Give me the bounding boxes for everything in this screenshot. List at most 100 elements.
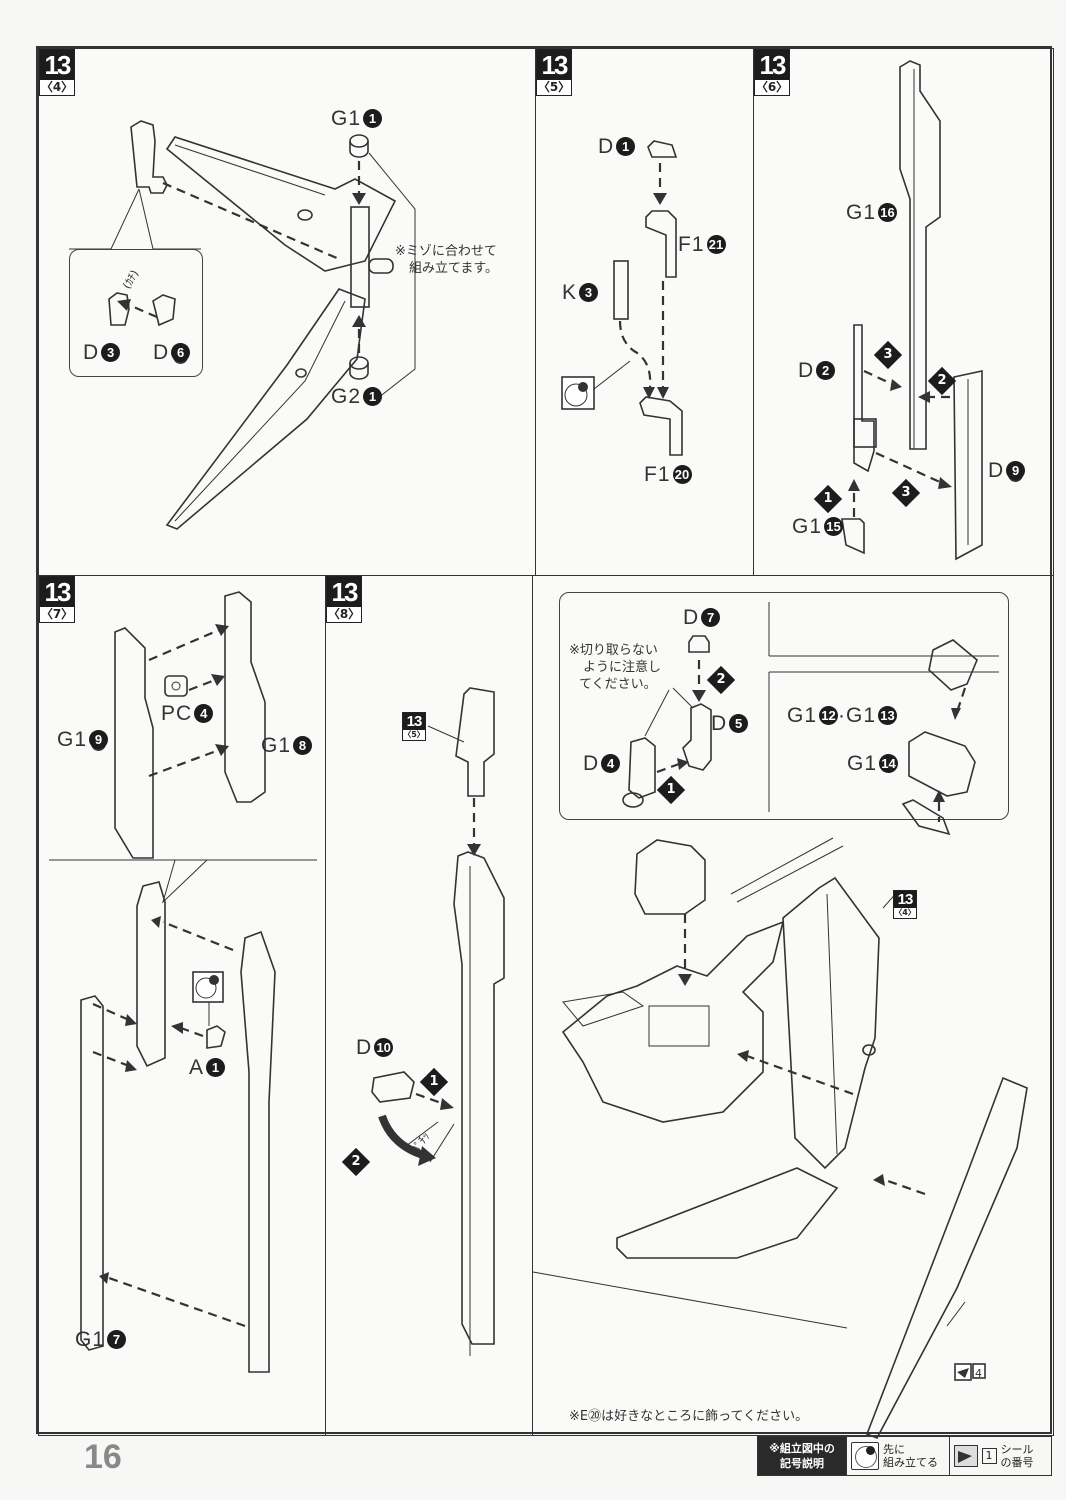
order-marker: 1: [419, 1067, 449, 1097]
part-number: 3: [579, 283, 599, 302]
preassemble-icon: [851, 1442, 879, 1470]
part-number: 14: [879, 754, 899, 773]
part-g1-9: [114, 627, 154, 859]
part-number: 1: [616, 137, 636, 156]
step-badge: 13 〈4〉: [39, 49, 75, 96]
part-number: 12: [819, 706, 839, 725]
part-code: D: [83, 341, 100, 364]
sticker-number: 4: [975, 1367, 982, 1380]
part-code: D: [683, 606, 700, 629]
part-number: 4: [194, 704, 214, 723]
part-code: D: [356, 1036, 373, 1059]
legend-sticker-text: シール の番号: [1001, 1443, 1034, 1469]
part-d5: [682, 703, 712, 771]
part-number: 8: [293, 736, 313, 755]
sticker-icon: [953, 1445, 978, 1467]
legend-line: 組み立てる: [883, 1456, 938, 1469]
part-d4: [628, 737, 656, 799]
detail-inset: [69, 249, 203, 377]
rail-subassembly: [865, 1076, 1028, 1440]
legend-title: ※組立図中の 記号説明: [758, 1437, 846, 1475]
note-line: ように注意し: [583, 660, 662, 675]
part-a1: [206, 1025, 226, 1049]
ref-substep-number: 〈4〉: [894, 908, 916, 917]
part-d10: [371, 1071, 415, 1103]
wing-assembly-drawing: [69, 120, 416, 530]
part-code: D: [711, 712, 728, 735]
part-code: G1: [261, 734, 292, 757]
part-number: 2: [816, 361, 836, 380]
note-line: てください。: [579, 677, 657, 692]
substep-number: 〈5〉: [537, 80, 571, 94]
substep-number: 〈6〉: [755, 80, 789, 94]
order-marker: 2: [341, 1147, 371, 1177]
joint-part: [130, 120, 168, 194]
part-number: 7: [107, 1330, 127, 1349]
rail-body: [453, 851, 505, 1345]
lower-wing: [616, 1167, 839, 1259]
order-number: 2: [716, 672, 726, 687]
part-number: 5: [729, 714, 749, 733]
step-number: 13: [327, 577, 361, 607]
part-number: 1: [363, 109, 383, 128]
order-number: 3: [883, 347, 893, 362]
part-code: D: [583, 752, 600, 775]
part-number: 21: [706, 235, 726, 254]
part-code: G1: [792, 515, 823, 538]
part-g1-16: [899, 60, 941, 450]
order-marker: 1: [813, 484, 843, 514]
legend-preassemble: 先に 組み立てる: [846, 1437, 949, 1475]
part-g1-7: [80, 995, 104, 1351]
do-not-cut-note: ※切り取らない ように注意し てください。: [569, 642, 661, 693]
legend-line: シール: [1000, 1443, 1034, 1456]
symbol-legend: ※組立図中の 記号説明 先に 組み立てる 1 シール の番号: [757, 1436, 1052, 1476]
part-number: 9: [89, 730, 109, 749]
legend-line: 先に: [883, 1443, 905, 1456]
part-k3: [613, 260, 629, 320]
part-d1: [647, 140, 678, 158]
order-number: 1: [823, 491, 833, 506]
part-number: 16: [878, 203, 898, 222]
part-code: D: [988, 459, 1005, 482]
part-number: 3: [101, 343, 121, 362]
note-line: ※切り取らない: [569, 643, 658, 658]
note-line: 組み立てます。: [409, 261, 499, 276]
part-number: 10: [374, 1038, 394, 1057]
rotate-arrow: [378, 1114, 428, 1160]
part-number: 6: [171, 343, 191, 362]
part-code: D: [153, 341, 170, 364]
legend-title-line: ※組立図中の: [769, 1442, 835, 1455]
sticker-number-example: 1: [981, 1448, 997, 1464]
substep-number: 〈7〉: [40, 607, 74, 621]
wing-subassembly: [782, 876, 880, 1170]
part-number: 20: [672, 465, 692, 484]
part-g1-8: [224, 591, 266, 803]
part-number: 4: [601, 754, 621, 773]
page-number: 16: [84, 1438, 122, 1476]
ref-step-number: 13: [403, 713, 425, 730]
assembly-arrow: [162, 181, 340, 261]
part-f1-21: [645, 210, 677, 278]
part-code: D: [798, 359, 815, 382]
part-number: 15: [824, 517, 844, 536]
part-number: 7: [701, 608, 721, 627]
part-code: K: [562, 281, 578, 304]
substep-number: 〈8〉: [327, 607, 361, 621]
separator: ·: [838, 704, 847, 727]
rail-handle-assembly-drawing: [371, 687, 505, 1356]
order-marker: 3: [873, 340, 903, 370]
instruction-page: 13 〈4〉: [36, 46, 1054, 1440]
part-code: PC: [161, 702, 193, 725]
handle-assembly-drawing: [561, 140, 683, 456]
upper-wing-blade: [165, 136, 397, 272]
order-marker: 2: [706, 665, 736, 695]
part-number: 9: [1006, 461, 1026, 480]
